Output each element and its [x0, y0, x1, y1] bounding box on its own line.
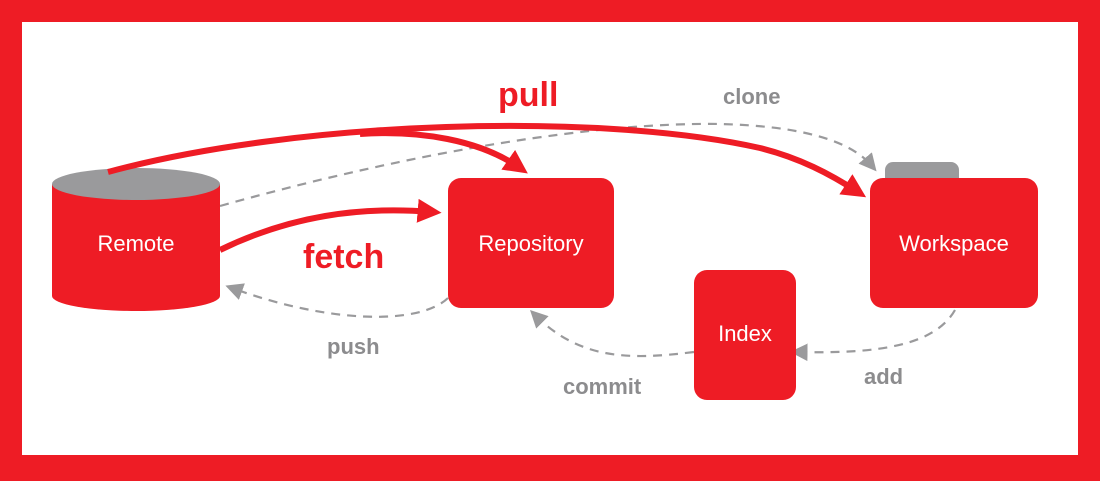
workspace-box	[870, 178, 1038, 308]
push-label: push	[327, 334, 380, 359]
remote-label: Remote	[97, 231, 174, 256]
repository-node: Repository	[448, 178, 614, 308]
remote-node: Remote	[52, 168, 220, 311]
pull-label: pull	[498, 76, 558, 114]
index-label: Index	[718, 321, 772, 346]
commit-label: commit	[563, 374, 642, 399]
clone-arrow	[219, 122, 877, 208]
index-node: Index	[694, 270, 796, 400]
add-label: add	[864, 364, 903, 389]
workspace-label: Workspace	[899, 231, 1009, 256]
workspace-node: Workspace	[870, 162, 1038, 308]
clone-label: clone	[723, 84, 780, 109]
remote-cylinder-top	[52, 168, 220, 200]
index-box	[694, 270, 796, 400]
fetch-label: fetch	[303, 238, 384, 276]
add-arrow	[789, 309, 956, 362]
push-arrow	[225, 283, 449, 318]
remote-cylinder-body	[52, 184, 220, 311]
pull-arrow-to-workspace	[107, 122, 867, 198]
fetch-arrow	[218, 198, 442, 253]
repository-box	[448, 178, 614, 308]
pull-arrow-to-repository	[359, 130, 528, 174]
commit-arrow	[530, 310, 695, 358]
repository-label: Repository	[478, 231, 583, 256]
